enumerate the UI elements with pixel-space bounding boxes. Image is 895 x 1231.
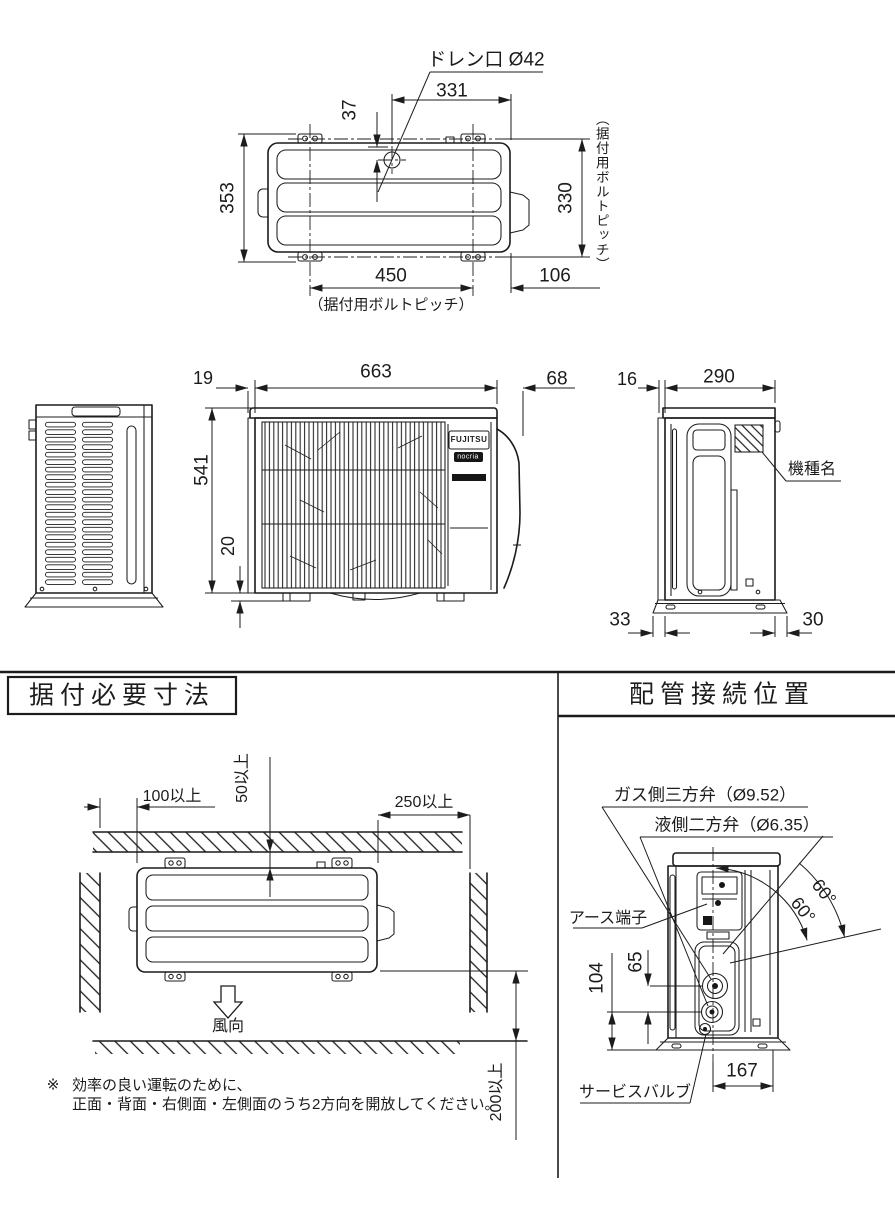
dim-19: 19 <box>192 368 214 388</box>
liquid-valve-label: 液側二方弁（Ø6.35） <box>654 815 820 835</box>
dim-290: 290 <box>703 366 735 388</box>
wind-direction-arrow <box>212 985 244 1019</box>
dim-353: 353 <box>217 182 239 214</box>
side-view-dimensions <box>628 380 812 637</box>
dim-16: 16 <box>616 369 638 389</box>
dim-330: 330 <box>555 182 577 214</box>
model-name-leader <box>761 451 787 482</box>
angle-arc-inner <box>716 865 808 941</box>
liquid-valve-leader <box>639 836 709 1007</box>
louver-column-left <box>44 421 77 586</box>
earth-terminal-screw <box>715 900 721 906</box>
dim-663: 663 <box>360 361 392 383</box>
bolt-pitch-label-bottom: （据付用ボルトピッチ） <box>308 296 474 314</box>
front-view-dimensions <box>205 380 575 628</box>
dim-65: 65 <box>625 951 647 973</box>
gas-valve-leader <box>601 806 712 980</box>
service-valve <box>698 1022 712 1036</box>
section-frame <box>0 670 895 1178</box>
wall-left <box>80 873 100 1012</box>
left-bump <box>257 188 268 218</box>
wind-direction-label: 風向 <box>211 1018 245 1035</box>
service-valve-label: サービスバルブ <box>578 1084 692 1101</box>
brand-badge-plate <box>448 430 490 450</box>
install-clearance-diagram <box>79 757 528 1140</box>
brand-logo: FUJITSU <box>450 435 488 444</box>
dim-450: 450 <box>375 265 407 287</box>
dim-541: 541 <box>191 454 213 486</box>
angle-line-2 <box>729 928 882 964</box>
top-view-unit <box>257 124 530 296</box>
louver-column-right <box>81 421 114 586</box>
back-view-unit <box>24 404 164 608</box>
dim-50-min: 50以上 <box>234 753 251 803</box>
fan-blades <box>284 431 443 571</box>
dim-100-min: 100以上 <box>142 788 202 805</box>
piping-diagram <box>573 806 882 1104</box>
front-view-unit <box>247 407 521 602</box>
drain-port-label: ドレン口 Ø42 <box>427 49 545 71</box>
model-name-plate <box>734 424 764 453</box>
earth-terminal-label: アース端子 <box>568 910 648 927</box>
dim-104: 104 <box>586 962 608 994</box>
dim-106: 106 <box>539 265 571 287</box>
earth-leader <box>641 903 708 929</box>
top-view-dimensions <box>238 71 600 293</box>
liquid-valve <box>700 1000 724 1024</box>
subbrand-badge-plate <box>454 452 483 462</box>
angle-arc-outer <box>798 862 846 938</box>
bolt-pitch-label-side: （据付用ボルトピッチ） <box>593 112 609 272</box>
model-name-label: 機種名 <box>787 461 837 478</box>
side-view-unit <box>652 407 841 614</box>
note-line-1: 効率の良い運転のために、 <box>72 1077 252 1094</box>
dim-33: 33 <box>609 609 631 631</box>
dim-20: 20 <box>218 535 238 557</box>
dim-167: 167 <box>726 1060 758 1082</box>
dim-30: 30 <box>802 609 824 631</box>
valve-cover-top <box>509 191 530 234</box>
dim-250-min: 250以上 <box>394 794 454 811</box>
dim-331: 331 <box>436 80 468 102</box>
service-valve-leader <box>689 1033 707 1104</box>
subbrand-logo: nocria <box>457 453 479 461</box>
gas-valve-label: ガス側三方弁（Ø9.52） <box>613 785 797 805</box>
note-mark: ※ <box>46 1076 60 1094</box>
gas-valve <box>701 972 729 1000</box>
note-line-2: 正面・背面・右側面・左側面のうち2方向を開放してください。 <box>72 1096 500 1113</box>
wall-right <box>470 873 487 1012</box>
dim-37: 37 <box>339 99 361 121</box>
wall-top <box>93 832 462 852</box>
drain-leader <box>377 71 431 193</box>
install-section-header: 据付必要寸法 <box>28 681 216 710</box>
dim-68: 68 <box>546 368 568 390</box>
front-grille <box>261 421 446 589</box>
ground-hatch <box>95 1041 460 1054</box>
piping-section-header: 配管接続位置 <box>628 680 816 709</box>
install-header-box <box>6 675 238 716</box>
piping-cover-side <box>496 428 521 589</box>
